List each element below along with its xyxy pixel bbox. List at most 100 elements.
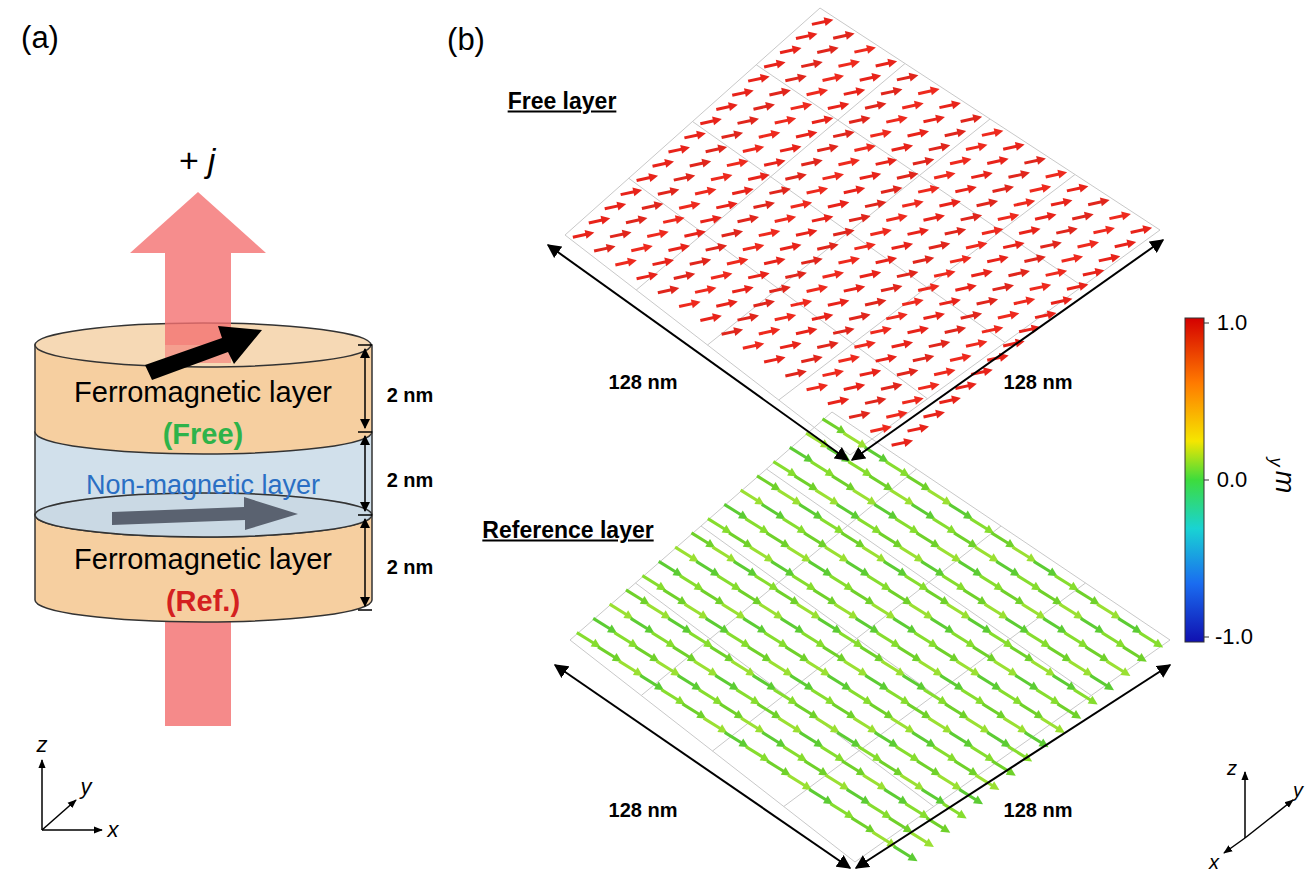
free-spin-arrow — [946, 171, 956, 180]
free-spin-arrow — [674, 177, 689, 180]
free-spin-arrow — [871, 270, 881, 279]
free-spin-arrow — [898, 115, 908, 124]
free-spin-arrow — [955, 189, 970, 192]
free-spin-arrow — [776, 355, 786, 364]
free-spin-arrow — [950, 161, 965, 164]
free-spin-arrow — [919, 129, 929, 138]
reference-spin-arrow — [694, 661, 712, 672]
free-spin-arrow — [941, 241, 951, 250]
free-spin-arrow — [769, 92, 784, 95]
free-spin-arrow — [771, 130, 781, 139]
free-spin-arrow — [748, 176, 763, 179]
free-spin-arrow — [738, 317, 753, 320]
free-spin-arrow — [722, 233, 737, 236]
reference-spin-arrow — [757, 476, 775, 487]
reference-spin-arrow — [865, 675, 883, 686]
reference-spin-arrow — [691, 533, 709, 544]
layer-role: (Free) — [163, 418, 244, 450]
free-spin-arrow — [711, 177, 726, 180]
free-spin-arrow — [1057, 268, 1067, 277]
free-spin-arrow — [903, 241, 913, 250]
free-spin-arrow — [764, 162, 779, 165]
reference-spin-arrow — [978, 675, 996, 686]
reference-spin-arrow — [879, 533, 897, 544]
free-spin-arrow — [902, 301, 917, 304]
reference-spin-arrow — [661, 690, 679, 701]
free-spin-arrow — [999, 255, 1009, 264]
free-spin-arrow — [861, 214, 871, 223]
free-spin-arrow — [743, 345, 758, 348]
free-spin-arrow — [854, 147, 869, 150]
free-spin-arrow — [971, 273, 986, 276]
reference-spin-arrow — [715, 675, 733, 686]
reference-spin-arrow — [778, 490, 796, 501]
reference-spin-arrow — [804, 761, 822, 772]
reference-spin-arrow — [830, 576, 848, 587]
reference-spin-arrow — [933, 747, 951, 758]
free-spin-arrow — [892, 344, 907, 347]
free-spin-arrow — [914, 101, 924, 110]
reference-spin-arrow — [673, 647, 691, 658]
reference-spin-arrow — [706, 618, 724, 629]
free-spin-arrow — [977, 202, 992, 205]
reference-spin-arrow — [652, 633, 670, 644]
free-spin-arrow — [876, 358, 891, 361]
free-spin-arrow — [866, 143, 876, 152]
free-spin-arrow — [1067, 188, 1082, 191]
free-spin-arrow — [573, 234, 588, 237]
reference-spin-arrow — [853, 490, 871, 501]
free-spin-arrow — [638, 216, 648, 225]
reference-spin-arrow — [898, 647, 916, 658]
free-spin-arrow — [1030, 188, 1045, 191]
free-spin-arrow — [780, 246, 795, 249]
reference-spin-arrow — [755, 576, 773, 587]
reference-spin-arrow — [809, 561, 827, 572]
free-spin-arrow — [1031, 226, 1041, 235]
layer-name: Ferromagnetic layer — [74, 376, 332, 408]
reference-spin-arrow — [766, 533, 784, 544]
free-spin-arrow — [755, 144, 765, 153]
free-spin-arrow — [1010, 212, 1020, 221]
reference-spin-arrow — [1010, 647, 1028, 658]
free-spin-arrow — [994, 325, 1004, 334]
reference-spin-arrow — [935, 647, 953, 658]
reference-spin-arrow — [1043, 618, 1061, 629]
axis-label: x — [1209, 851, 1219, 872]
free-spin-arrow — [1095, 268, 1105, 277]
free-spin-arrow — [691, 299, 701, 308]
reference-spin-arrow — [806, 433, 824, 444]
free-spin-arrow — [865, 400, 880, 403]
reference-spin-arrow — [657, 661, 675, 672]
free-spin-arrow — [1084, 212, 1094, 221]
free-spin-arrow — [918, 91, 933, 94]
free-spin-arrow — [838, 260, 853, 263]
free-spin-arrow — [765, 299, 775, 308]
reference-spin-arrow — [1020, 704, 1038, 715]
free-spin-arrow — [919, 227, 929, 236]
free-spin-arrow — [903, 143, 913, 152]
free-spin-arrow — [871, 171, 881, 180]
axis-label: y — [81, 774, 92, 800]
reference-spin-arrow — [1034, 561, 1052, 572]
free-spin-arrow — [939, 301, 954, 304]
reference-spin-arrow — [907, 476, 925, 487]
free-spin-arrow — [732, 190, 747, 193]
reference-spin-arrow — [830, 804, 848, 815]
colorbar-title: m — [1269, 471, 1300, 494]
reference-spin-arrow — [1118, 618, 1136, 629]
free-spin-arrow — [695, 289, 710, 292]
free-spin-arrow — [1004, 283, 1014, 292]
colorbar-tick: 0.0 — [1217, 467, 1248, 493]
free-spin-arrow — [978, 241, 988, 250]
free-spin-arrow — [913, 161, 928, 164]
free-spin-arrow — [961, 217, 976, 220]
reference-spin-arrow — [781, 618, 799, 629]
free-spin-arrow — [935, 213, 945, 222]
reference-spin-arrow — [950, 732, 968, 743]
free-spin-arrow — [733, 327, 743, 336]
free-spin-arrow — [950, 357, 965, 360]
free-spin-arrow — [813, 256, 823, 265]
free-spin-arrow — [886, 119, 901, 122]
reference-spin-arrow — [741, 490, 759, 501]
colorbar-tick: -1.0 — [1215, 624, 1253, 650]
